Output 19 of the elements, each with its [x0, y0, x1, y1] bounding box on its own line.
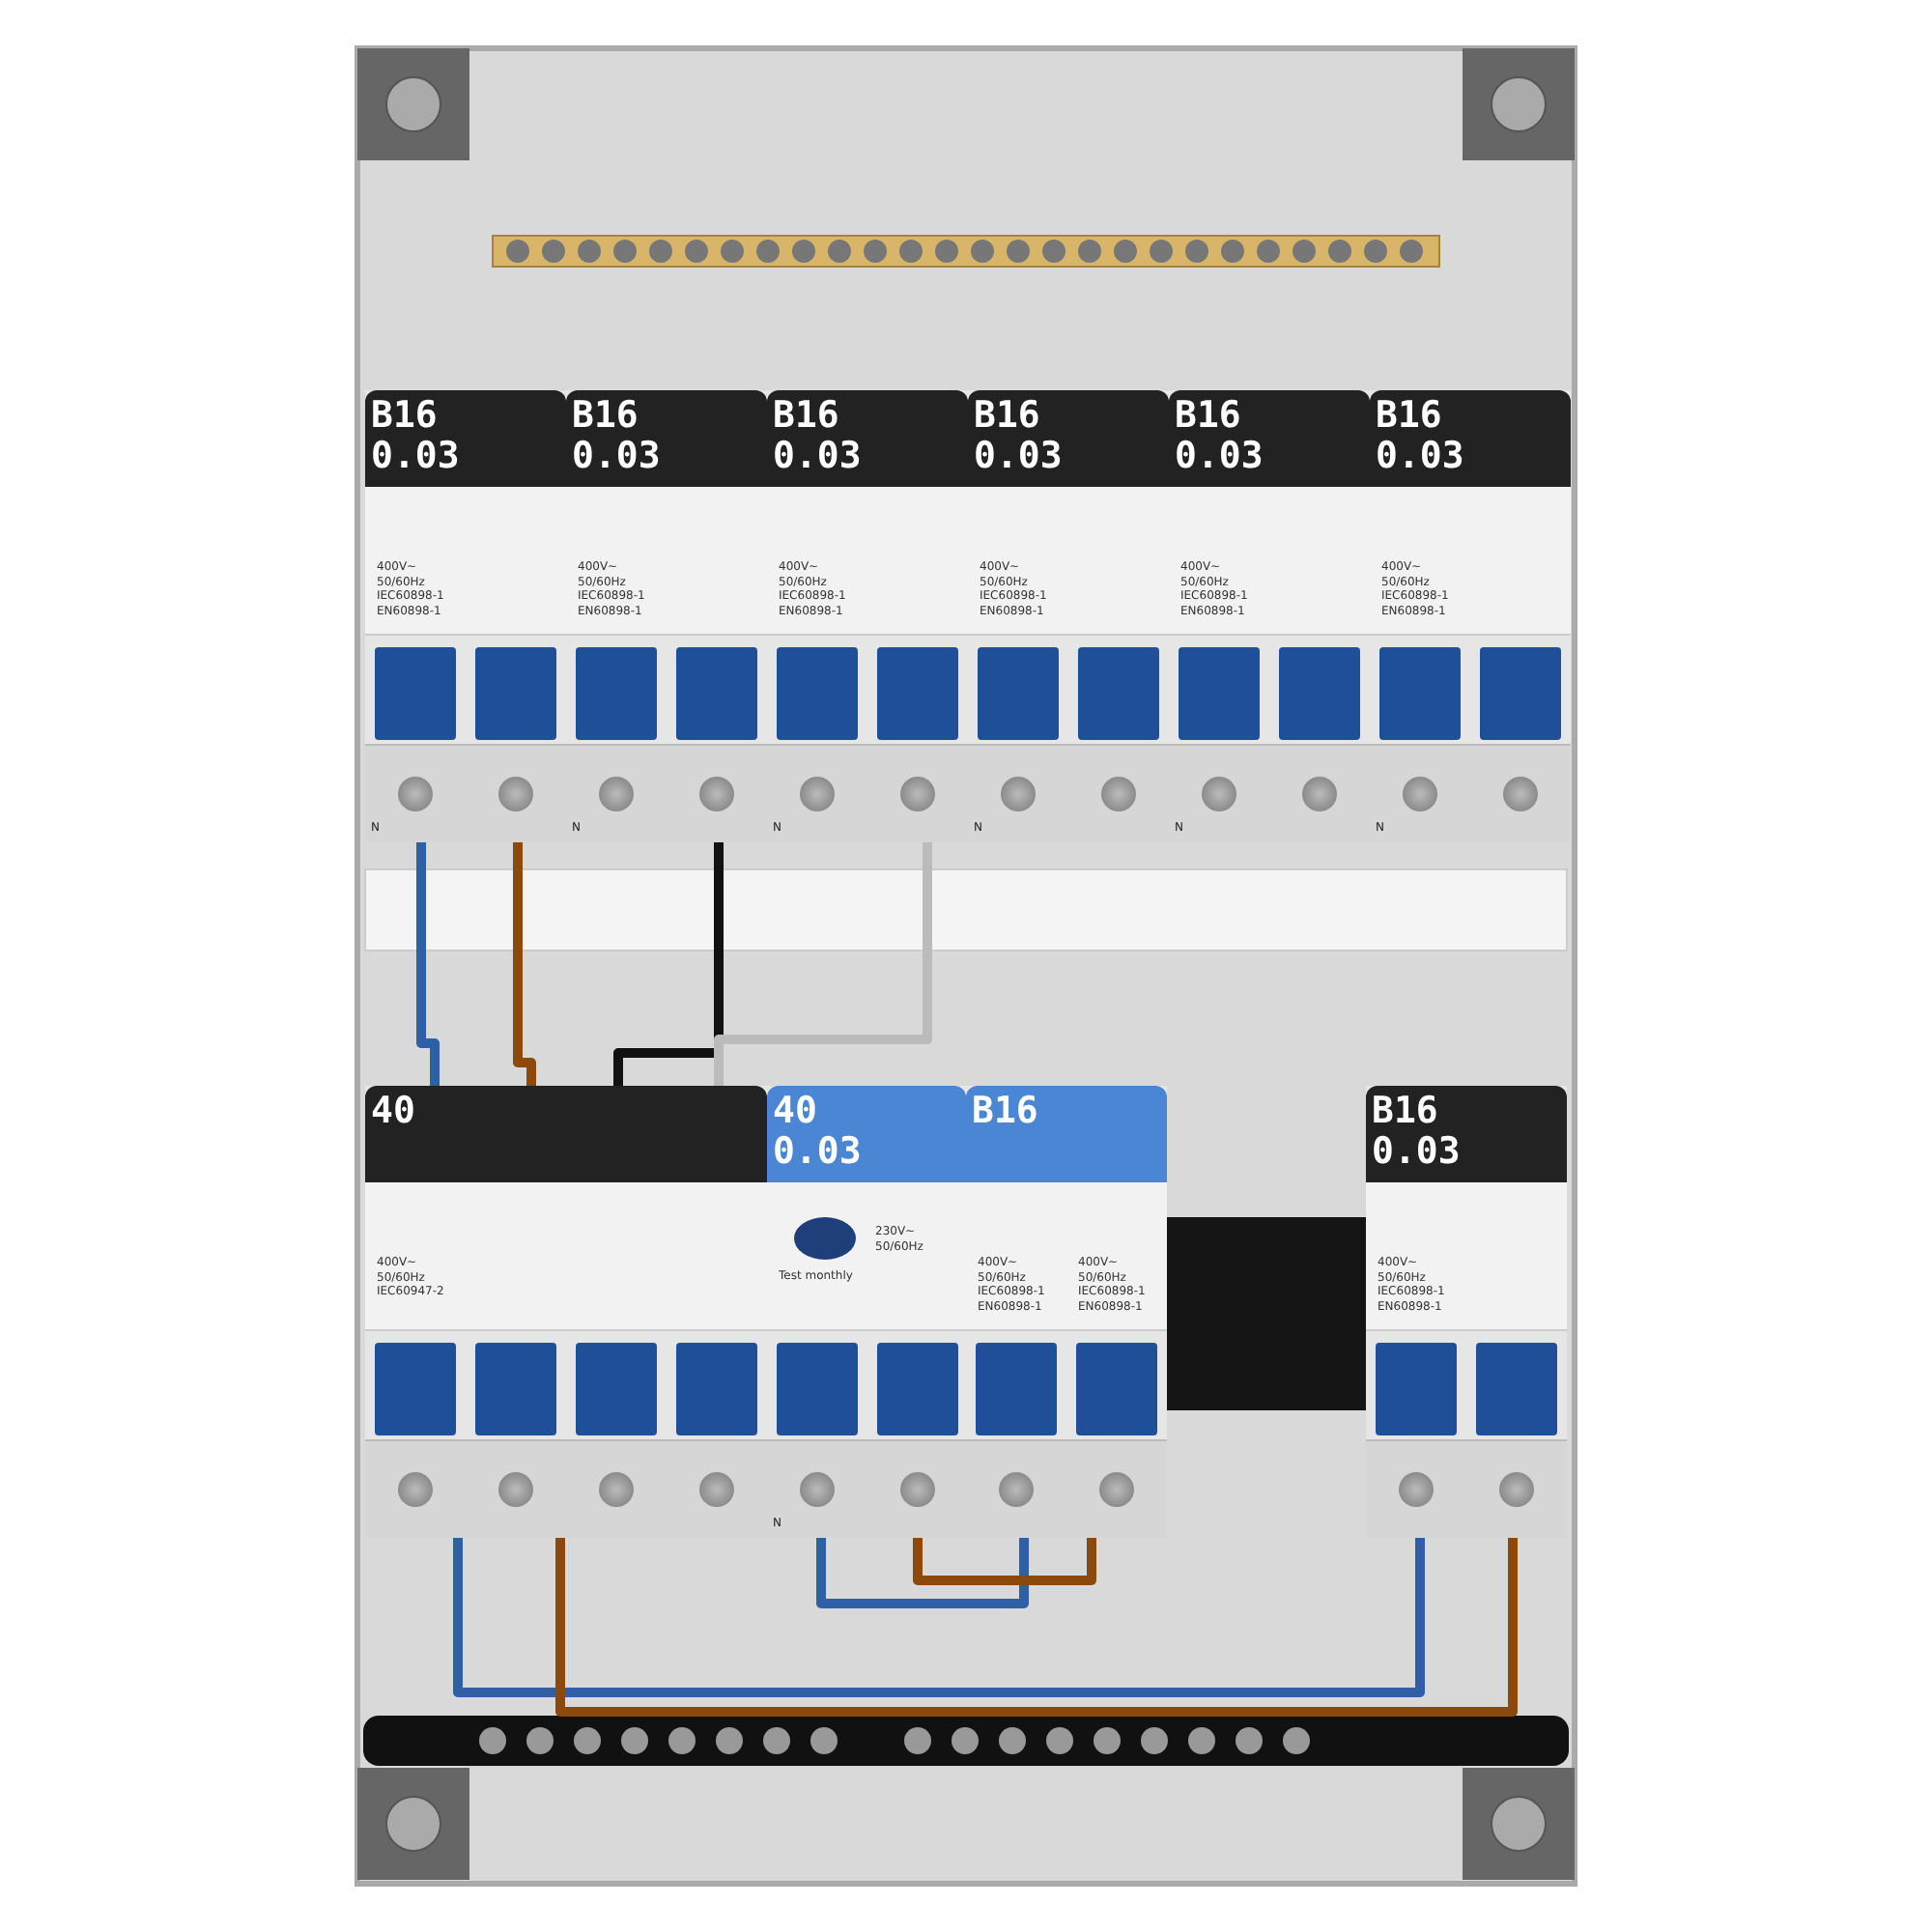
rating-label: B16 0.03 [1372, 1092, 1463, 1173]
rating-label: B16 0.03 [773, 396, 864, 477]
rating-label: 40 0.03 [773, 1092, 864, 1173]
rating-label: 40 [371, 1092, 417, 1132]
rating-label: B16 0.03 [572, 396, 663, 477]
wire [453, 1536, 1425, 1697]
wire [913, 1536, 1096, 1585]
wire [513, 840, 536, 1086]
wire [416, 840, 440, 1086]
wire [555, 1536, 1518, 1717]
rating-label: B16 0.03 [371, 396, 462, 477]
wire [816, 1536, 1029, 1608]
rating-label: B16 0.03 [1376, 396, 1466, 477]
rating-label: B16 [972, 1092, 1040, 1132]
circuit-breaker [1366, 1086, 1567, 1536]
wire [714, 840, 932, 1086]
rating-label: B16 0.03 [974, 396, 1065, 477]
wire [613, 840, 724, 1086]
rating-label: B16 0.03 [1175, 396, 1265, 477]
